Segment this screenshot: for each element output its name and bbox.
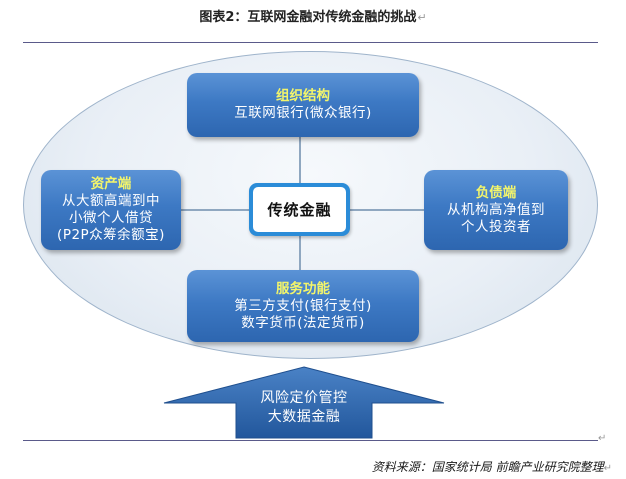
- asset-side-heading: 资产端: [90, 176, 132, 192]
- liability-side-line: 个人投资者: [461, 218, 531, 235]
- connector-top: [299, 137, 301, 183]
- asset-side-line: 小微个人借贷: [69, 210, 153, 226]
- connector-bottom: [299, 236, 301, 270]
- service-function-line: 第三方支付(银行支付): [234, 297, 372, 314]
- source-note: 资料来源：国家统计局 前瞻产业研究院整理↵: [372, 458, 612, 475]
- paragraph-mark-icon: ↵: [417, 11, 427, 24]
- org-structure-line: 互联网银行(微众银行): [234, 105, 372, 121]
- traditional-finance-label: 传统金融: [253, 187, 346, 232]
- asset-side-box: 资产端 从大额高端到中 小微个人借贷 (P2P众筹余额宝): [41, 170, 181, 250]
- liability-side-box: 负债端 从机构高净值到 个人投资者: [424, 170, 568, 250]
- asset-side-line: (P2P众筹余额宝): [57, 227, 165, 243]
- source-text: 资料来源：国家统计局 前瞻产业研究院整理: [371, 460, 604, 474]
- org-structure-box: 组织结构 互联网银行(微众银行): [187, 73, 419, 137]
- figure-title-text: 图表2：互联网金融对传统金融的挑战: [199, 10, 417, 25]
- liability-side-line: 从机构高净值到: [447, 201, 545, 218]
- service-function-line: 数字货币(法定货币): [241, 314, 365, 331]
- paragraph-mark-icon: ↵: [598, 433, 607, 444]
- arrow-label-line: 大数据金融: [267, 409, 341, 425]
- figure-title: 图表2：互联网金融对传统金融的挑战↵: [0, 6, 626, 25]
- paragraph-mark-icon: ↵: [603, 463, 612, 474]
- org-structure-heading: 组织结构: [276, 88, 330, 104]
- liability-side-heading: 负债端: [475, 184, 517, 201]
- traditional-finance-node: 传统金融: [249, 183, 350, 236]
- arrow-label: 风险定价管控 大数据金融: [236, 389, 372, 427]
- service-function-box: 服务功能 第三方支付(银行支付) 数字货币(法定货币): [187, 270, 419, 342]
- top-rule: [23, 42, 598, 43]
- arrow-label-line: 风险定价管控: [260, 390, 348, 406]
- bottom-rule: [23, 440, 598, 441]
- connector-left: [181, 209, 249, 211]
- asset-side-line: 从大额高端到中: [62, 193, 160, 209]
- connector-right: [350, 209, 424, 211]
- service-function-heading: 服务功能: [276, 280, 330, 297]
